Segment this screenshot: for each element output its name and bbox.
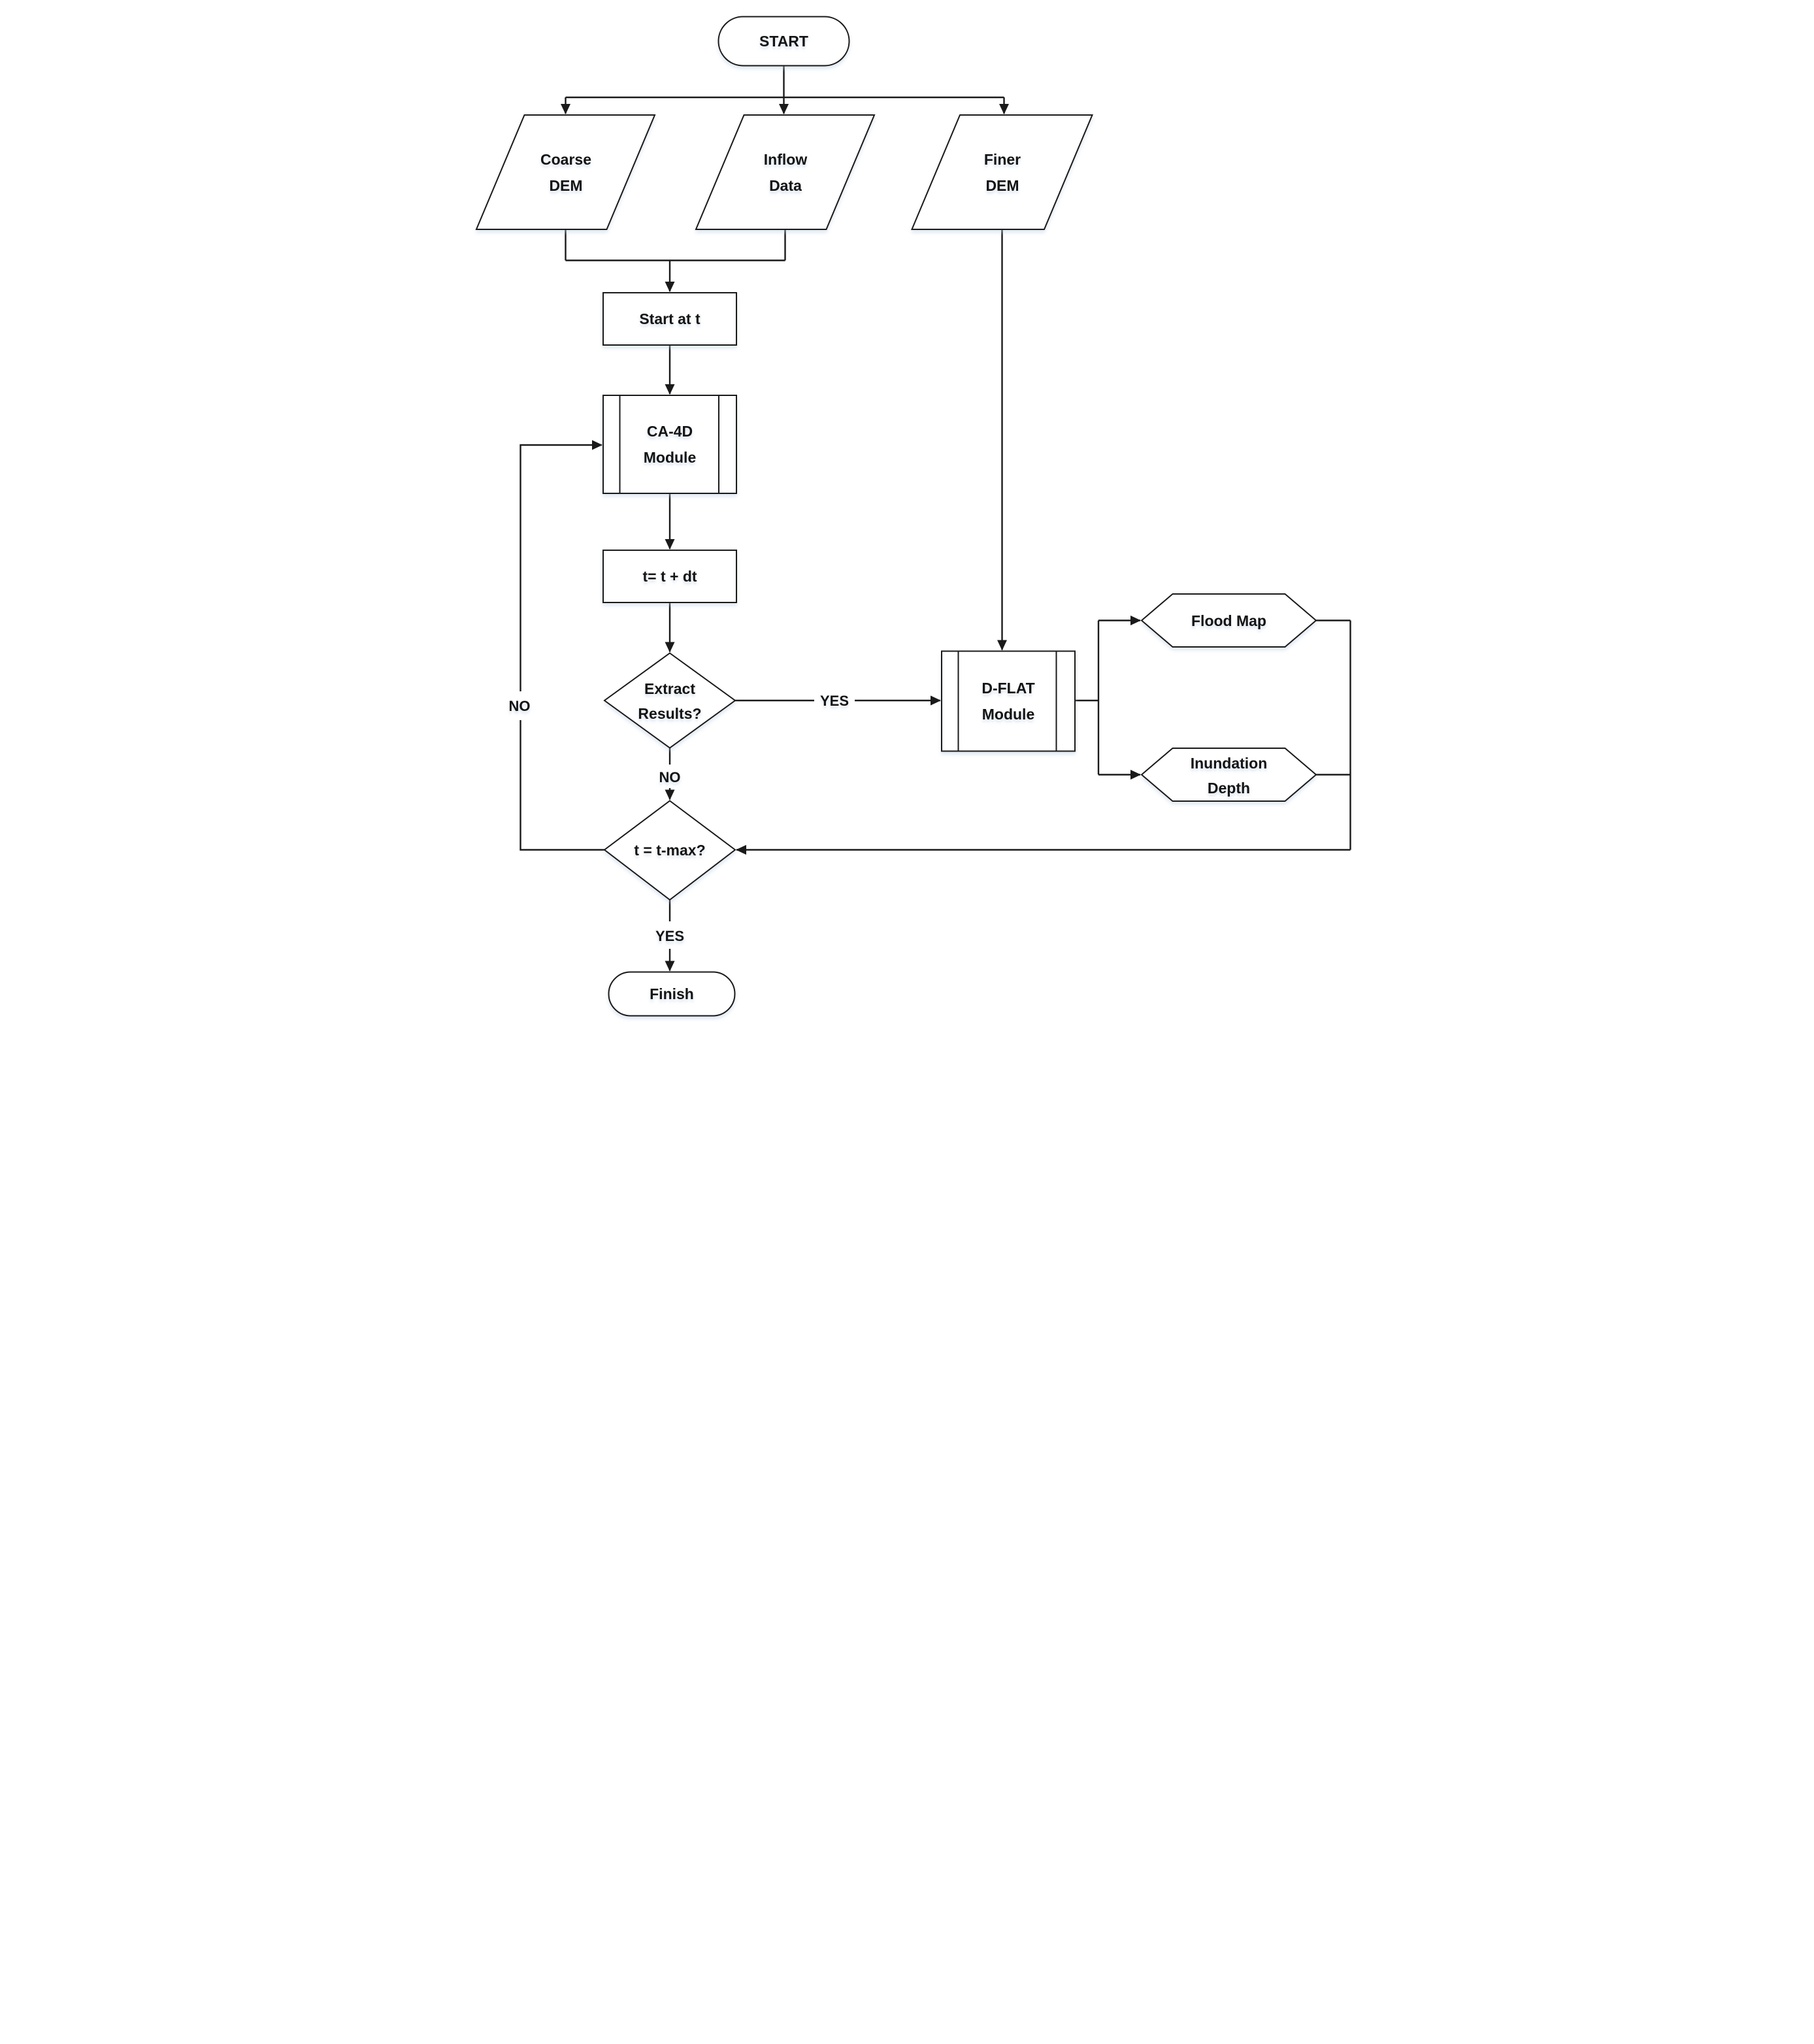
start-label: START: [759, 33, 808, 50]
flowchart-svg: START Coarse DEM Inflow Data Finer DEM S…: [475, 16, 1351, 1017]
finish-label: Finish: [650, 985, 694, 1002]
ca4d-module-label-line1: CA-4D: [647, 423, 693, 440]
flood-map-shape: [1140, 593, 1317, 648]
node-start-at-t: Start at t: [602, 292, 737, 346]
inundation-depth-shape: [1140, 748, 1317, 802]
edge-label-tmax-no: NO: [509, 698, 531, 714]
edge-label-extract-yes: YES: [820, 693, 849, 709]
node-inundation-depth: Inundation Depth: [1140, 748, 1317, 802]
t-increment-label: t= t + dt: [642, 568, 697, 585]
inflow-data-shape: [695, 114, 876, 230]
ca4d-module-label-line2: Module: [644, 449, 697, 466]
node-inflow-data: Inflow Data: [695, 114, 876, 230]
node-start: START: [717, 16, 850, 67]
finer-dem-label-line1: Finer: [984, 151, 1021, 168]
edge-tmax-no-loop-lower: [519, 720, 604, 851]
t-max-check-shape: [603, 800, 736, 901]
node-flood-map: Flood Map: [1140, 593, 1317, 648]
dflat-module-label-line2: Module: [982, 706, 1035, 723]
node-extract-results: Extract Results?: [603, 652, 736, 749]
extract-results-label-line1: Extract: [644, 680, 695, 697]
nodes: START Coarse DEM Inflow Data Finer DEM S…: [475, 16, 1317, 1017]
edge-label-extract-no: NO: [659, 769, 681, 785]
inflow-data-label-line1: Inflow: [764, 151, 808, 168]
edge-labels: YES NO NO YES: [509, 693, 849, 944]
arrow-tmax-no-loop-to-ca4d: [519, 440, 602, 691]
start-at-t-shape: [602, 292, 737, 346]
ca4d-module-shape: [602, 395, 737, 494]
inundation-depth-label-line2: Depth: [1208, 780, 1250, 797]
node-t-increment: t= t + dt: [602, 550, 737, 603]
start-shape: [717, 16, 850, 67]
finer-dem-shape: [910, 114, 1094, 230]
edge-label-tmax-yes: YES: [655, 928, 684, 944]
start-at-t-label: Start at t: [639, 310, 701, 327]
inflow-data-label-line2: Data: [769, 177, 802, 194]
node-finish: Finish: [608, 971, 736, 1017]
finer-dem-label-line2: DEM: [985, 177, 1019, 194]
t-max-check-label: t = t-max?: [634, 842, 705, 859]
flood-map-label: Flood Map: [1191, 612, 1266, 629]
extract-results-label-line2: Results?: [638, 705, 701, 722]
coarse-dem-shape: [475, 114, 656, 230]
node-t-max-check: t = t-max?: [603, 800, 736, 901]
t-increment-shape: [602, 550, 737, 603]
node-finer-dem: Finer DEM: [910, 114, 1094, 230]
node-ca4d-module: CA-4D Module: [602, 395, 737, 494]
flowchart-canvas: START Coarse DEM Inflow Data Finer DEM S…: [454, 0, 1360, 1022]
node-coarse-dem: Coarse DEM: [475, 114, 656, 230]
dflat-module-shape: [941, 650, 1076, 752]
extract-results-shape: [603, 652, 736, 749]
coarse-dem-label-line2: DEM: [549, 177, 582, 194]
edges: [519, 65, 1351, 972]
node-dflat-module: D-FLAT Module: [941, 650, 1076, 752]
finish-shape: [608, 971, 736, 1017]
inundation-depth-label-line1: Inundation: [1191, 755, 1268, 772]
dflat-module-label-line1: D-FLAT: [981, 680, 1034, 697]
coarse-dem-label-line1: Coarse: [540, 151, 591, 168]
